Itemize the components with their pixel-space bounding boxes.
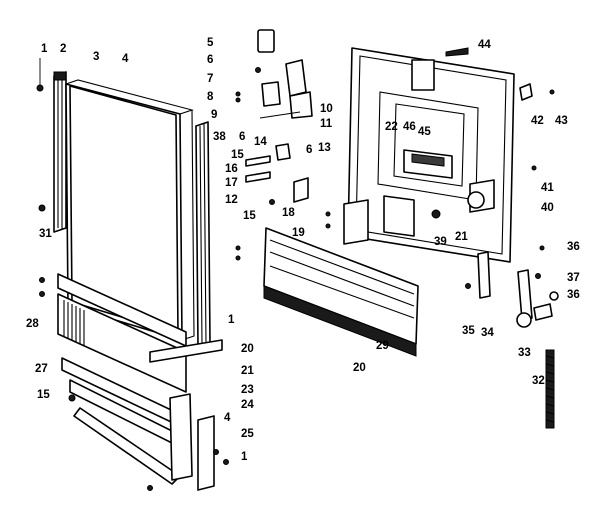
part-label-23: 23 [241,384,254,396]
part-label-22: 22 [385,121,398,133]
part-label-4a: 4 [122,53,129,65]
part-label-21a: 21 [455,231,468,243]
part-label-37: 37 [567,272,580,284]
part-label-10: 10 [320,103,333,115]
part-label-13: 13 [318,142,331,154]
part-label-2: 2 [60,43,66,55]
part-label-34: 34 [481,327,494,339]
part-label-15c: 15 [37,389,50,401]
part-label-45: 45 [418,126,431,138]
part-label-1a: 1 [41,43,48,55]
part-label-18: 18 [282,207,295,219]
part-label-25: 25 [241,428,254,440]
part-label-17: 17 [225,177,238,189]
part-hinge-arm [465,245,559,328]
part-label-42: 42 [531,115,544,127]
part-label-4b: 4 [224,412,231,424]
part-label-39: 39 [434,236,447,248]
part-label-3: 3 [93,51,99,63]
part-label-1c: 1 [241,451,248,463]
part-label-6c: 6 [306,144,312,156]
part-label-5: 5 [207,37,214,49]
part-label-36b: 36 [567,289,580,301]
part-right-trim-strip [195,121,211,347]
part-left-trim-strip [53,71,67,233]
part-label-20b: 20 [241,343,254,355]
part-label-40: 40 [541,202,554,214]
part-spring [545,349,555,429]
part-label-21b: 21 [241,365,254,377]
part-label-36a: 36 [567,241,580,253]
part-label-8: 8 [207,91,214,103]
part-label-32: 32 [532,375,545,387]
part-label-24: 24 [241,399,254,411]
part-label-6a: 6 [207,54,213,66]
part-label-46: 46 [403,121,416,133]
part-label-31: 31 [39,228,52,240]
part-label-9: 9 [211,109,217,121]
part-kick-plate [149,339,223,491]
part-label-11: 11 [320,118,333,130]
part-fasteners [39,277,229,491]
part-label-41: 41 [541,182,554,194]
part-label-6b: 6 [239,131,245,143]
part-label-19: 19 [292,227,305,239]
part-hinge-hardware [235,29,313,261]
part-label-1b: 1 [228,314,235,326]
part-label-14: 14 [254,136,267,148]
part-label-35: 35 [462,325,475,337]
part-label-43: 43 [555,115,568,127]
part-label-7: 7 [207,73,213,85]
part-label-20a: 20 [353,362,366,374]
part-screw-1a [36,58,44,92]
part-label-28: 28 [26,318,39,330]
part-label-16: 16 [225,163,238,175]
part-label-38: 38 [213,131,226,143]
part-label-29: 29 [376,340,389,352]
part-door-panel [65,79,195,341]
part-control-panel [263,199,419,357]
part-vent-grille [57,273,191,485]
part-label-12: 12 [225,194,238,206]
part-label-15a: 15 [231,149,244,161]
part-label-33: 33 [518,347,531,359]
part-label-27: 27 [35,363,48,375]
part-screw-left-mid [38,204,46,212]
part-label-15b: 15 [243,210,256,222]
part-label-44: 44 [478,39,491,51]
part-inner-door [347,47,555,263]
